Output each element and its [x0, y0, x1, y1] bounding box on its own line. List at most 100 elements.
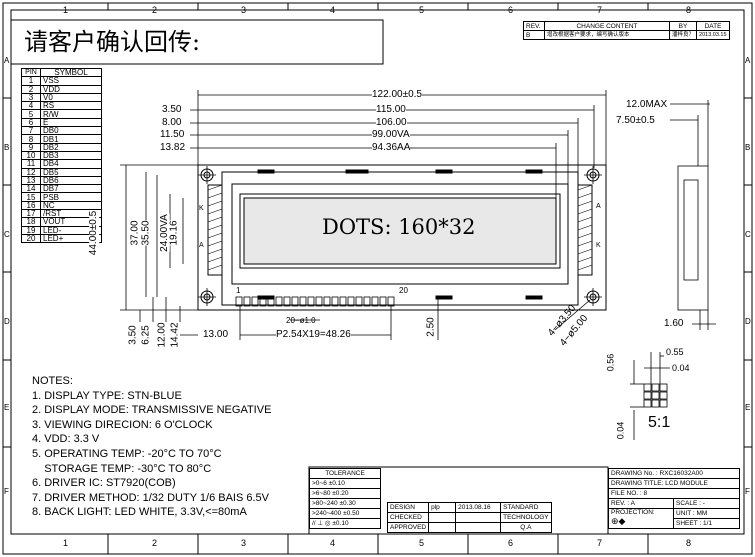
dim-thickness-bezel: 7.50±0.5 — [616, 115, 655, 126]
grid-col-6: 6 — [508, 5, 514, 15]
pin-number: 7 — [21, 126, 41, 136]
pin-number: 15 — [21, 192, 41, 202]
design-by: plp — [428, 502, 457, 513]
grid-row-e: E — [4, 403, 10, 412]
pin-number: 14 — [21, 184, 41, 194]
pin-symbol: PSB — [40, 192, 102, 202]
grid-row-f: F — [4, 487, 9, 496]
projection-symbol-icon: ⊕◆ — [611, 516, 626, 526]
led-a-left: A — [199, 242, 204, 249]
pin-number: 18 — [21, 217, 41, 227]
dim-dot-0-04-v: 0.04 — [615, 421, 626, 440]
grid-row-f-right: F — [745, 487, 750, 496]
grid-row-b: B — [4, 143, 10, 152]
dim-bottom-12-00: 12.00 — [156, 322, 168, 348]
pin-last-label: 20 — [399, 286, 408, 295]
by-value: 潘梓良？ — [668, 30, 698, 40]
dim-dot-0-04-h: 0.04 — [672, 363, 690, 373]
tolerance-header: TOLERANCE — [309, 468, 381, 479]
pin-symbol: DB0 — [40, 126, 102, 136]
revision-table: REV. CHANGE CONTENT BY DATE B 增改根据客户要求，编… — [523, 21, 731, 40]
tolerance-row-5: // ⊥ ◎ ±0.10 — [309, 518, 381, 529]
pin-symbol: DB7 — [40, 184, 102, 194]
grid-row-a: A — [4, 56, 10, 65]
signoff-table: DESIGN plp 2013.08.16 STANDARD CHECKED T… — [386, 502, 552, 533]
rev-header: REV. — [523, 21, 545, 31]
by-header: BY — [668, 21, 698, 31]
dim-offset-3-50: 3.50 — [162, 104, 182, 115]
tolerance-row-2: >6~80 ±0.20 — [309, 488, 381, 499]
pin-symbol: R/W — [40, 109, 102, 119]
title-block: DRAWING No. : RXC16032A00 DRAWING TITLE:… — [608, 468, 740, 529]
change-content-header: CHANGE CONTENT — [544, 21, 670, 31]
dim-offset-11-50: 11.50 — [160, 129, 185, 140]
projection-label: PROJECTION: — [611, 509, 655, 516]
drawing-no-value: RXC16032A00 — [659, 469, 703, 477]
change-content-value: 增改根据客户要求，编写确认版本 — [544, 30, 670, 40]
grid-row-d-right: D — [745, 317, 751, 326]
grid-col-3: 3 — [241, 5, 247, 15]
grid-col-4: 4 — [330, 5, 336, 15]
file-no: FILE NO. : 8 — [608, 488, 740, 499]
note-2: 2. DISPLAY MODE: TRANSMISSIVE NEGATIVE — [32, 404, 272, 417]
approved-label: APPROVED — [386, 522, 430, 533]
dim-dot-0-56: 0.56 — [605, 353, 616, 372]
dim-total-width: 122.00±0.5 — [372, 89, 422, 100]
led-a-right: A — [596, 203, 601, 210]
dim-bezel-height: 35.50 — [140, 220, 152, 246]
pin-first-label: 1 — [236, 286, 241, 295]
date-value: 2013.03.15 — [696, 30, 731, 40]
note-5b: STORAGE TEMP: -30°C TO 80°C — [32, 462, 212, 475]
grid-row-a-right: A — [745, 56, 751, 65]
dim-aa-height: 19.16 — [168, 220, 180, 246]
design-label: DESIGN — [386, 502, 430, 513]
drawing-title: DRAWING TITLE: LCD MODULE — [608, 478, 740, 489]
drawing-no-label: DRAWING No. : — [611, 469, 658, 477]
dim-bezel-width: 106.00 — [376, 117, 407, 128]
dim-va-width: 99.00VA — [372, 129, 410, 140]
notes: NOTES: 1. DISPLAY TYPE: STN-BLUE 2. DISP… — [32, 374, 271, 520]
pin-number: 1 — [21, 76, 41, 86]
grid-col-8: 8 — [686, 5, 692, 15]
sheet-field: SHEET : 1/1 — [673, 518, 740, 529]
pin-symbol: LED+ — [40, 233, 102, 244]
grid-row-c: C — [4, 230, 10, 239]
projection-field: PROJECTION:⊕◆ — [608, 508, 674, 529]
dim-hole-height: 37.00 — [129, 220, 141, 246]
checked-label: CHECKED — [386, 512, 430, 523]
pin-symbol: VSS — [40, 76, 102, 86]
pin-number: 8 — [21, 134, 41, 144]
date-header: DATE — [696, 21, 731, 31]
stage-standard: STANDARD — [500, 502, 552, 513]
grid-col-8-bottom: 8 — [686, 538, 692, 548]
grid-row-b-right: B — [745, 143, 751, 152]
design-date: 2013.08.16 — [455, 502, 502, 513]
grid-row-c-right: C — [745, 230, 751, 239]
pin-symbol: DB4 — [40, 159, 102, 169]
note-4: 4. VDD: 3.3 V — [32, 433, 100, 446]
note-6: 6. DRIVER IC: ST7920(COB) — [32, 477, 176, 490]
rev-value: B — [523, 30, 545, 40]
dim-bottom-3-50: 3.50 — [127, 325, 139, 345]
note-3: 3. VIEWING DIRECION: 6 O'CLOCK — [32, 418, 213, 431]
rev-field: REV. : A — [608, 498, 674, 509]
grid-col-1: 1 — [63, 5, 69, 15]
pin-number: 4 — [21, 101, 41, 111]
stage-technology: TECHNOLOGY — [500, 512, 552, 523]
dim-pin-hole: 20−ø1.0 — [286, 316, 316, 325]
dim-total-height: 44.00±0.5 — [88, 210, 100, 256]
grid-col-4-bottom: 4 — [330, 538, 336, 548]
grid-col-2-bottom: 2 — [152, 538, 158, 548]
note-5: 5. OPERATING TEMP: -20°C TO 70°C — [32, 447, 222, 460]
note-8: 8. BACK LIGHT: LED WHITE, 3.3V,<=80mA — [32, 506, 247, 519]
grid-col-3-bottom: 3 — [241, 538, 247, 548]
